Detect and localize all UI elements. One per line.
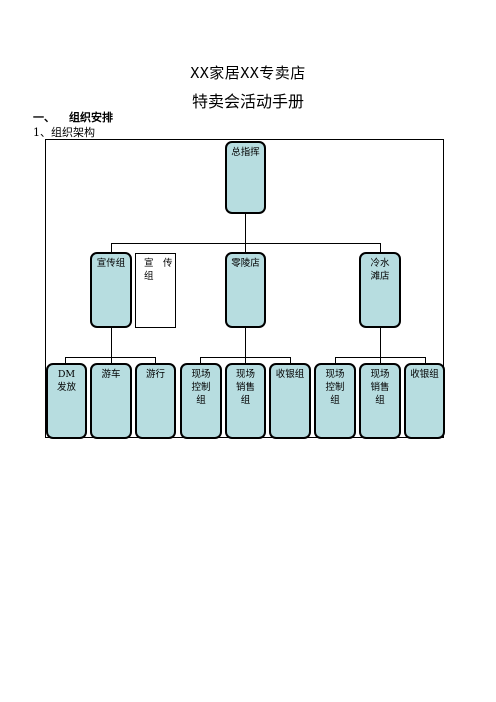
org-node-site-sales-2: 现场销售组 — [359, 363, 401, 439]
connector-lingling-down — [245, 327, 246, 357]
org-node-dm-distribution: DM发放 — [46, 363, 87, 439]
connector-leaf — [245, 357, 246, 364]
org-node-cashier-1: 收银组 — [269, 363, 311, 439]
connector-publicity-down — [111, 327, 112, 357]
connector-root-down — [245, 213, 246, 243]
connector-lengshuitan-down — [380, 327, 381, 357]
org-node-site-control-1: 现场控制组 — [180, 363, 222, 439]
org-node-parade: 游行 — [135, 363, 176, 439]
connector-publicity-bar — [65, 357, 155, 358]
org-node-site-sales-1: 现场销售组 — [225, 363, 266, 439]
org-node-publicity-group: 宣传组 — [90, 252, 132, 328]
connector-to-publicity — [111, 243, 112, 253]
connector-to-lingling — [245, 243, 246, 253]
org-node-lingling-store: 零陵店 — [225, 252, 266, 328]
connector-leaf — [111, 357, 112, 364]
subsection-heading: 1、组织架构 — [33, 126, 95, 139]
document-title-line1: XX家居XX专卖店 — [190, 64, 306, 82]
connector-leaf — [425, 357, 426, 364]
org-node-commander: 总指挥 — [225, 141, 266, 214]
connector-to-lengshuitan — [380, 243, 381, 253]
section-heading: 一、 组织安排 — [33, 109, 113, 125]
org-node-parade-car: 游车 — [90, 363, 132, 439]
section-title: 组织安排 — [69, 111, 113, 124]
connector-leaf — [200, 357, 201, 364]
connector-level2-bar — [111, 243, 381, 244]
org-node-site-control-2: 现场控制组 — [314, 363, 356, 439]
org-node-lengshuitan-store: 冷水滩店 — [359, 252, 401, 328]
org-node-cashier-2: 收银组 — [404, 363, 445, 439]
connector-leaf — [335, 357, 336, 364]
connector-leaf — [155, 357, 156, 364]
section-number: 一、 — [33, 111, 55, 124]
connector-leaf — [65, 357, 66, 364]
document-title-line2: 特卖会活动手册 — [191, 92, 304, 111]
connector-leaf — [380, 357, 381, 364]
connector-leaf — [290, 357, 291, 364]
org-note-publicity-group: 宣 传组 — [135, 253, 176, 328]
